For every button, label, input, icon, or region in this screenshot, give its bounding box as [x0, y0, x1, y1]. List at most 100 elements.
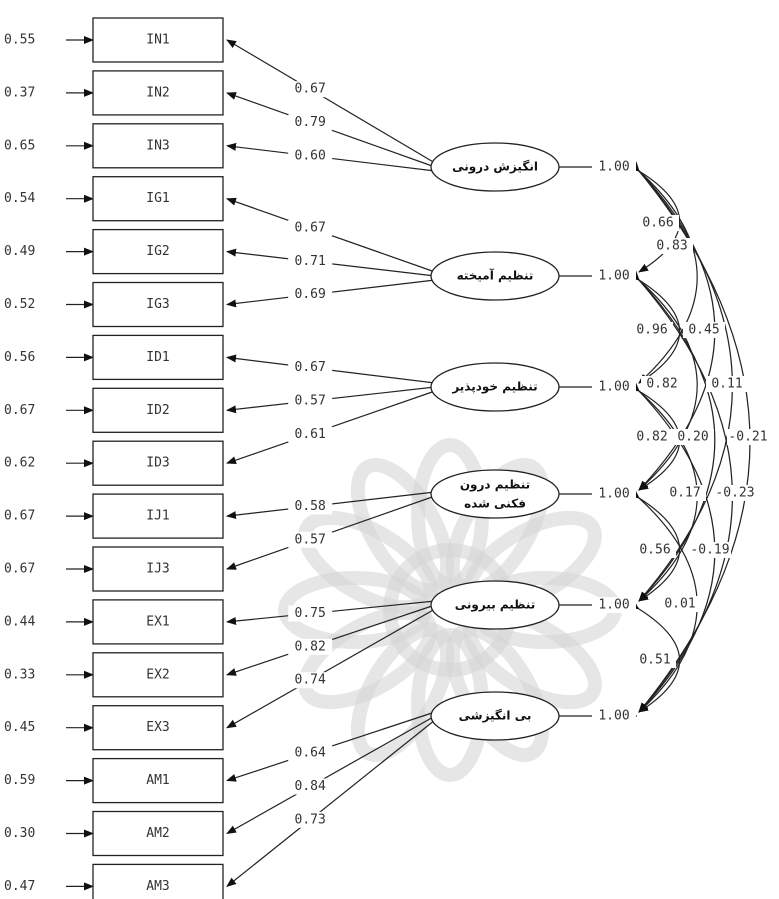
loading-label-bg	[288, 531, 333, 548]
latent-factor-ellipse	[430, 251, 560, 301]
loading-label-bg	[288, 778, 333, 795]
correlation-label: 0.82	[646, 377, 677, 392]
correlation-arc	[629, 161, 698, 384]
correlation-label-bg	[706, 376, 748, 392]
factor-label: بی انگیزشی	[459, 709, 532, 723]
latent-factor-ellipse	[430, 362, 560, 412]
error-variance-label: 0.65	[4, 138, 35, 153]
indicator-box-ig2	[92, 228, 224, 275]
indicator-label: ID3	[146, 456, 169, 471]
correlation-label-bg	[631, 429, 673, 445]
factor-label: انگیزش درونی	[452, 160, 538, 175]
factor-label-line2: فکنی شده	[464, 497, 526, 511]
loading-label-bg	[288, 220, 333, 237]
error-variance-label: 0.67	[4, 562, 35, 577]
correlation-arc	[629, 270, 698, 491]
latent-factor-ellipse	[430, 691, 560, 741]
correlation-label-bg	[634, 542, 676, 558]
error-variance-label: 0.44	[4, 614, 35, 629]
indicator-box-in2	[92, 70, 224, 116]
loading-label: 0.69	[295, 287, 326, 302]
loading-arrow	[226, 715, 436, 835]
variance-label-bg	[592, 159, 636, 175]
error-variance-label: 0.37	[4, 85, 35, 100]
indicator-box-ij1	[92, 493, 224, 539]
loading-label-bg	[288, 638, 333, 655]
factor-variance-label: 1.00	[598, 269, 629, 284]
correlation-label-bg	[683, 322, 725, 338]
indicator-label: AM2	[146, 826, 169, 841]
indicator-box-am3	[92, 863, 224, 899]
correlation-label: 0.51	[639, 653, 670, 668]
indicator-label: IG2	[146, 244, 169, 259]
indicator-box-ig3	[92, 281, 224, 328]
correlation-arc	[629, 600, 680, 713]
error-variance-label: 0.30	[4, 826, 35, 841]
error-variance-label: 0.52	[4, 297, 35, 312]
indicator-box-am1	[92, 757, 224, 804]
error-variance-label: 0.45	[4, 720, 35, 735]
loading-label: 0.84	[295, 779, 326, 794]
error-variance-label: 0.33	[4, 667, 35, 682]
loading-arrow	[226, 608, 436, 729]
indicator-label: IJ3	[146, 562, 169, 577]
indicator-label: AM1	[146, 773, 169, 788]
indicator-label: IN3	[146, 138, 169, 153]
error-variance-label: 0.67	[4, 403, 35, 418]
indicator-label: IG3	[146, 297, 169, 312]
error-variance-label: 0.56	[4, 350, 35, 365]
loading-label: 0.60	[295, 148, 326, 163]
error-variance-label: 0.67	[4, 509, 35, 524]
correlation-label: 0.01	[664, 597, 695, 612]
indicator-label: IG1	[146, 191, 169, 206]
correlation-label: 0.17	[669, 486, 700, 501]
correlation-label-bg	[727, 429, 769, 445]
correlation-label-bg	[637, 215, 679, 231]
correlation-arc	[629, 489, 680, 602]
factor-variance-label: 1.00	[598, 709, 629, 724]
loading-label: 0.61	[295, 427, 326, 442]
indicator-box-id2	[92, 387, 224, 433]
correlation-label-bg	[714, 485, 756, 501]
indicator-label: ID2	[146, 403, 169, 418]
error-variance-label: 0.49	[4, 244, 35, 259]
loading-label: 0.67	[295, 221, 326, 236]
correlation-label: 0.11	[711, 377, 742, 392]
loading-label-bg	[288, 605, 333, 622]
indicator-label: IJ1	[146, 509, 169, 524]
indicator-box-ex2	[92, 652, 224, 698]
correlation-label-bg	[651, 238, 693, 254]
indicator-box-ij3	[92, 546, 224, 592]
loading-label: 0.73	[295, 812, 326, 827]
error-variance-label: 0.54	[4, 191, 35, 206]
loading-label-bg	[288, 147, 333, 164]
latent-factor-ellipse	[430, 142, 560, 192]
factor-label: تنظیم بیرونی	[455, 598, 536, 613]
indicator-box-in3	[92, 123, 224, 169]
error-variance-label: 0.62	[4, 456, 35, 471]
correlation-label: -0.19	[690, 543, 729, 558]
variance-label-bg	[592, 268, 636, 284]
indicator-label: AM3	[146, 879, 169, 894]
factor-label-line1: تنظیم درون	[460, 478, 530, 493]
loading-label: 0.71	[295, 254, 326, 269]
indicator-box-id3	[92, 440, 224, 486]
error-variance-label: 0.47	[4, 879, 35, 894]
loading-label: 0.75	[295, 606, 326, 621]
factor-variance-label: 1.00	[598, 380, 629, 395]
loading-label-bg	[288, 745, 333, 762]
factor-label: تنظیم خودپذیر	[451, 380, 537, 395]
loading-label-bg	[288, 672, 333, 689]
factor-variance-label: 1.00	[598, 487, 629, 502]
loading-label-bg	[288, 286, 333, 303]
indicator-label: EX1	[146, 614, 169, 629]
loading-label-bg	[288, 253, 333, 270]
factor-variance-label: 1.00	[598, 598, 629, 613]
variance-label-bg	[592, 486, 636, 502]
loading-arrow	[226, 39, 436, 164]
indicator-label: EX2	[146, 667, 169, 682]
variance-label-bg	[592, 708, 636, 724]
correlation-label: 0.66	[642, 216, 673, 231]
correlation-label-bg	[689, 542, 731, 558]
correlation-label-bg	[631, 322, 673, 338]
